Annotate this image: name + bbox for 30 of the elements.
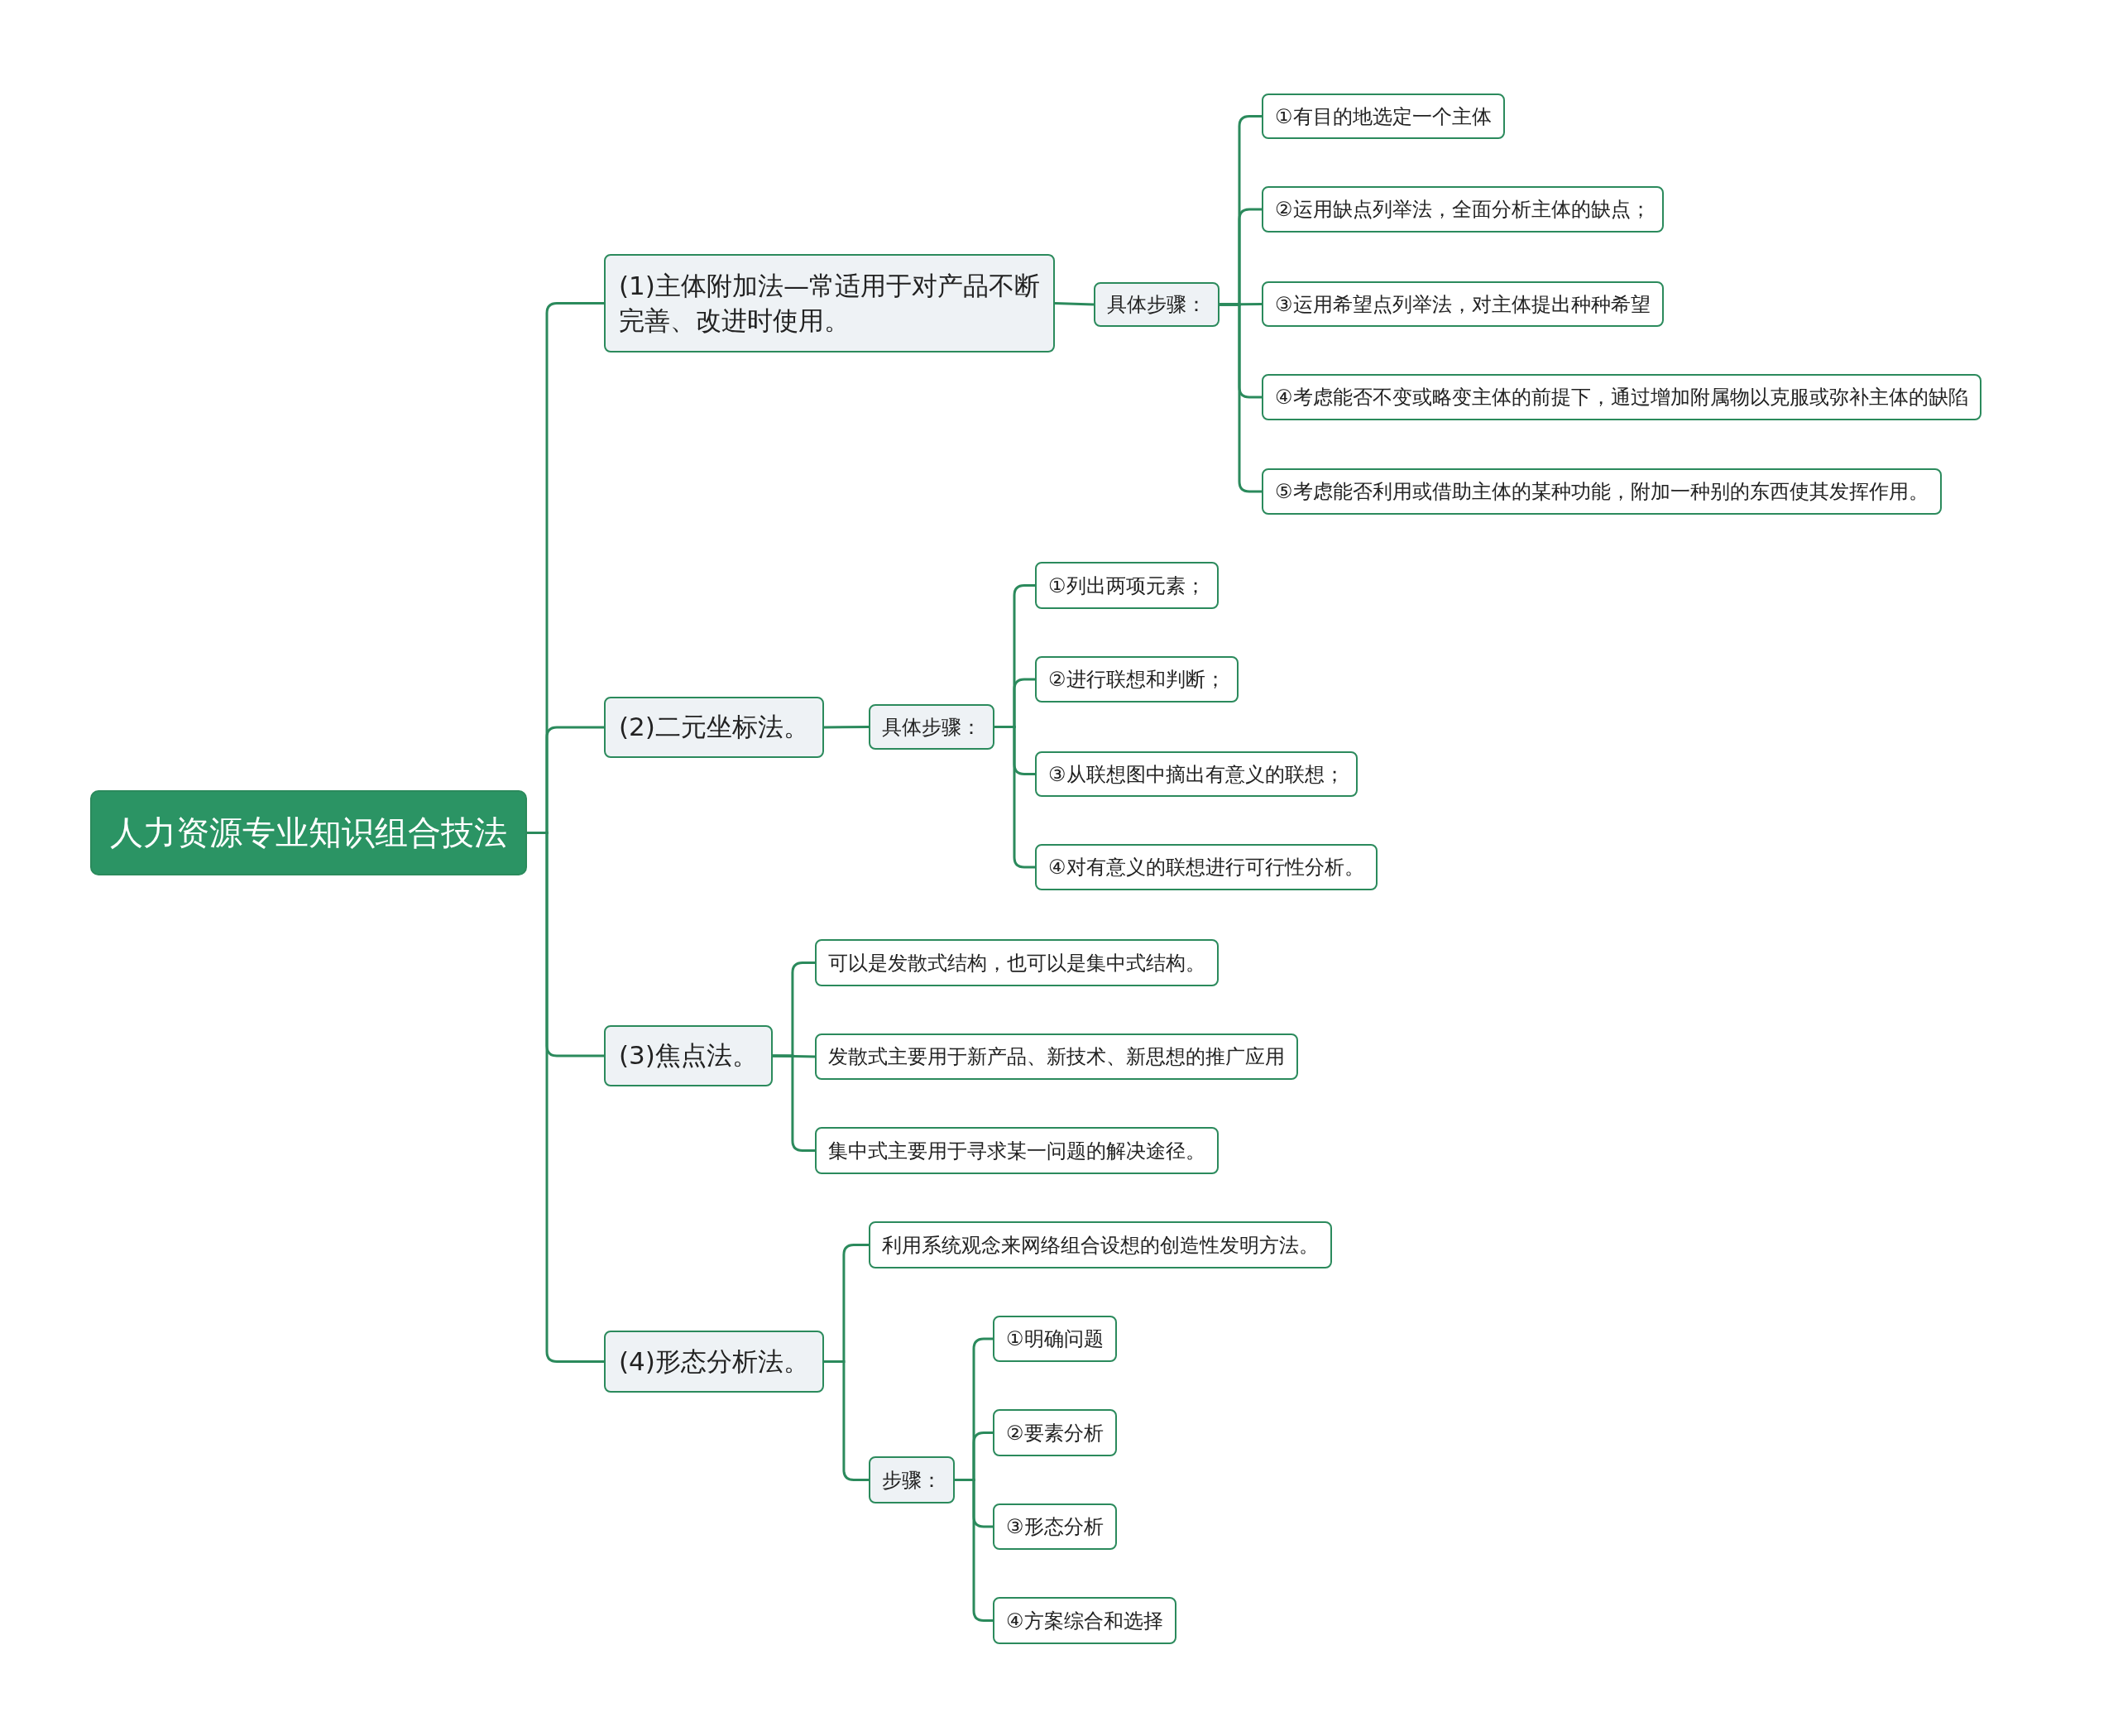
leaf-box: 发散式主要用于新产品、新技术、新思想的推广应用 bbox=[815, 1033, 1298, 1080]
leaf-box: ②运用缺点列举法，全面分析主体的缺点； bbox=[1262, 186, 1664, 233]
leaf-box: ②要素分析 bbox=[993, 1409, 1117, 1456]
leaf-box: ①明确问题 bbox=[993, 1316, 1117, 1362]
connector-line bbox=[1220, 303, 1262, 306]
connector-line bbox=[994, 726, 1035, 869]
leaf-box: ①列出两项元素； bbox=[1035, 562, 1219, 609]
topic-box: (1)主体附加法—常适用于对产品不断完善、改进时使用。 bbox=[604, 254, 1055, 352]
subtopic-box: 具体步骤： bbox=[869, 704, 994, 750]
leaf-box: 利用系统观念来网络组合设想的创造性发明方法。 bbox=[869, 1221, 1332, 1268]
connector-line bbox=[1220, 303, 1262, 493]
connector-line bbox=[1054, 302, 1095, 306]
root-topic-box: 人力资源专业知识组合技法 bbox=[90, 790, 527, 875]
topic-box: (2)二元坐标法。 bbox=[604, 697, 824, 758]
leaf-box: ④方案综合和选择 bbox=[993, 1597, 1176, 1644]
leaf-box: ④考虑能否不变或略变主体的前提下，通过增加附属物以克服或弥补主体的缺陷 bbox=[1262, 374, 1981, 420]
subtopic-box: 步骤： bbox=[869, 1456, 955, 1503]
leaf-box: ③从联想图中摘出有意义的联想； bbox=[1035, 751, 1358, 797]
leaf-box: ③形态分析 bbox=[993, 1503, 1117, 1550]
leaf-box: ④对有意义的联想进行可行性分析。 bbox=[1035, 844, 1378, 890]
topic-box: (3)焦点法。 bbox=[604, 1025, 773, 1086]
topic-box: (4)形态分析法。 bbox=[604, 1331, 824, 1393]
connector-line bbox=[823, 726, 869, 729]
leaf-box: ①有目的地选定一个主体 bbox=[1262, 94, 1505, 139]
leaf-box: ③运用希望点列举法，对主体提出种种希望 bbox=[1262, 281, 1664, 327]
subtopic-box: 具体步骤： bbox=[1094, 282, 1220, 327]
leaf-box: 可以是发散式结构，也可以是集中式结构。 bbox=[815, 939, 1219, 986]
leaf-box: ②进行联想和判断； bbox=[1035, 656, 1239, 703]
leaf-box: 集中式主要用于寻求某一问题的解决途径。 bbox=[815, 1127, 1219, 1174]
leaf-box: ⑤考虑能否利用或借助主体的某种功能，附加一种别的东西使其发挥作用。 bbox=[1262, 468, 1942, 515]
